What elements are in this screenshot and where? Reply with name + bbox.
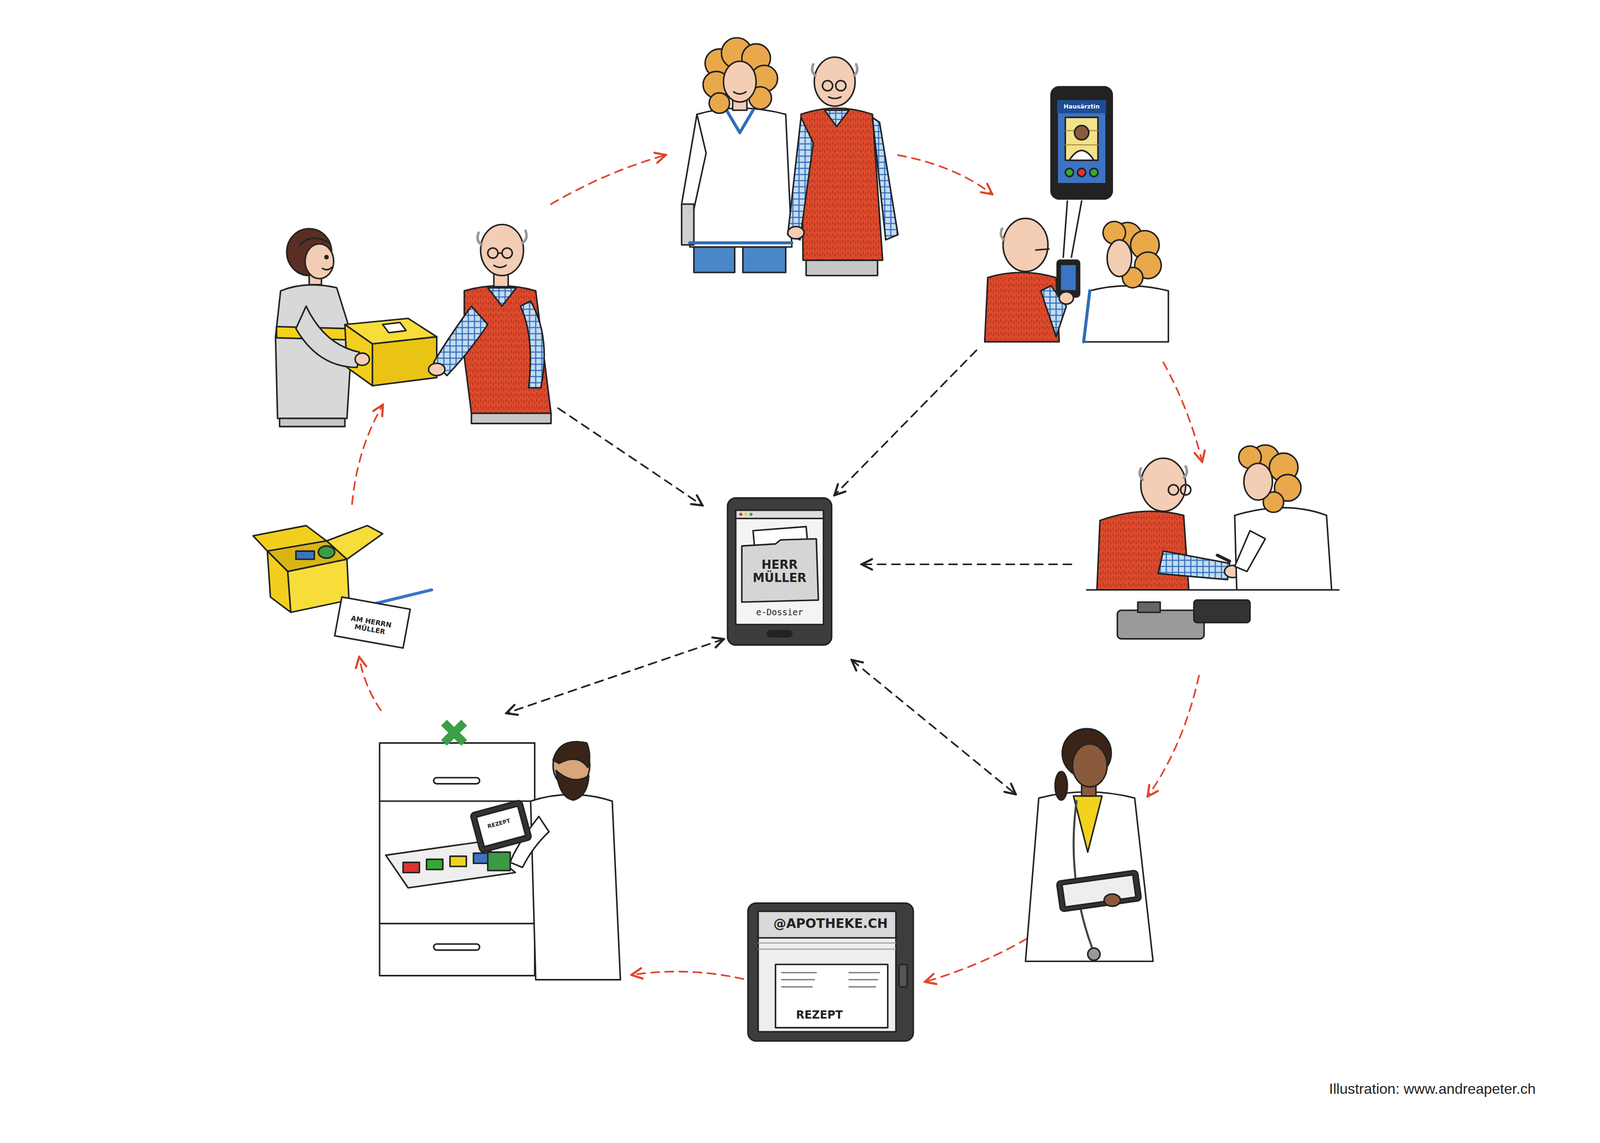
flow-connector: [834, 350, 977, 495]
label-slot: Illustration: www.andreapeter.ch: [1173, 1076, 1536, 1102]
node-text: Hausärztin: [1063, 103, 1100, 111]
parcel-scene: [252, 525, 432, 648]
node-text: HERR MÜLLER: [744, 558, 815, 585]
e-dossier-tablet: HERR MÜLLER e-Dossier: [727, 497, 832, 646]
parcel-letter: AM HERRN MÜLLER: [250, 525, 439, 653]
flow-connector: [507, 639, 724, 713]
tablet-prescription: [748, 902, 914, 1041]
nurse-patient-scene: [681, 37, 898, 276]
text-slot: REZEPT: [778, 1005, 861, 1025]
video-call-scene: [984, 86, 1169, 342]
video-call: Hausärztin: [979, 81, 1174, 347]
flow-arrows: [352, 154, 1203, 982]
text-slot: @APOTHEKE.CH: [760, 912, 902, 935]
node-text: REZEPT: [795, 1008, 843, 1021]
node-text: AM HERRN MÜLLER: [343, 613, 399, 638]
tablet-e-dossier: [727, 497, 832, 645]
text-slot: REZEPT: [473, 802, 525, 844]
text-slot: e-Dossier: [735, 600, 824, 624]
node-text: @APOTHEKE.CH: [773, 916, 888, 931]
text-slot: HERR MÜLLER: [744, 545, 815, 597]
pharmacy: REZEPT: [377, 714, 628, 980]
doctor-scene: [1025, 728, 1154, 962]
node-text: REZEPT: [487, 817, 512, 830]
flow-connector: [631, 971, 744, 979]
node-text: e-Dossier: [756, 607, 804, 617]
text-slot: AM HERRN MÜLLER: [340, 600, 400, 651]
flow-connector: [359, 657, 381, 711]
credit-label: Illustration: www.andreapeter.ch: [1328, 1080, 1536, 1098]
delivery-scene: [275, 224, 552, 427]
pharmacy-scene: [379, 712, 621, 980]
prescription-tablet: @APOTHEKE.CH REZEPT: [748, 902, 914, 1041]
blood-test-scene: [1086, 444, 1339, 639]
text-slot: Hausärztin: [1056, 99, 1107, 113]
